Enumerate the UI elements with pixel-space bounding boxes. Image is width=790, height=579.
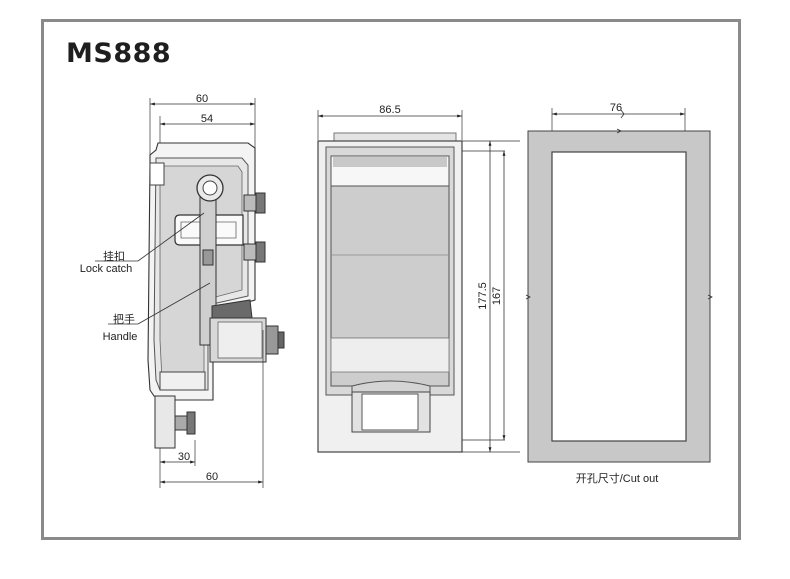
side-dim-top-outer: 60 bbox=[196, 93, 208, 105]
front-dim-width: 86.5 bbox=[379, 104, 400, 116]
cutout-caption: 开孔尺寸/Cut out bbox=[576, 471, 659, 485]
handle-label-en: Handle bbox=[103, 331, 138, 343]
side-dim-bottom-left: 30 bbox=[178, 451, 190, 463]
cutout-dim-width: 76 bbox=[610, 102, 622, 114]
cutout-view bbox=[525, 108, 713, 463]
front-dim-height: 177.5 bbox=[477, 282, 489, 310]
side-dim-bottom-outer: 60 bbox=[206, 471, 218, 483]
front-view bbox=[317, 110, 520, 453]
model-title: MS888 bbox=[66, 38, 172, 69]
front-dim-inner-height: 167 bbox=[491, 287, 503, 305]
lock-catch-label-cn: 挂扣 bbox=[103, 249, 125, 263]
side-view bbox=[95, 98, 285, 488]
side-dim-top-inner: 54 bbox=[201, 113, 213, 125]
handle-label-cn: 把手 bbox=[113, 312, 135, 326]
lock-catch-label-en: Lock catch bbox=[80, 263, 133, 275]
